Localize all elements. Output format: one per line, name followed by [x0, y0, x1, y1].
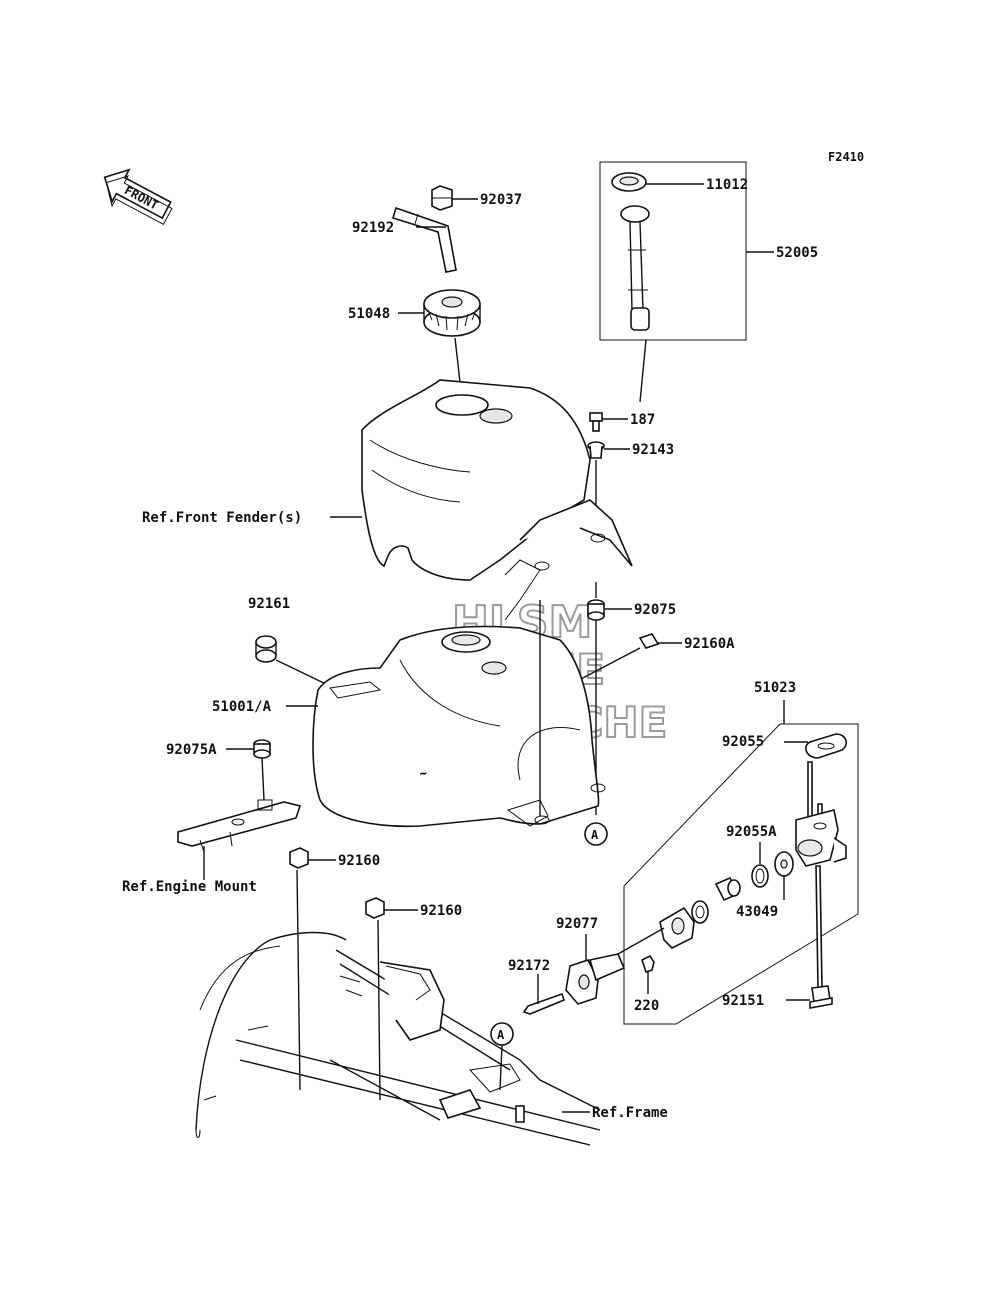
label-92160-1[interactable]: 92160: [338, 853, 380, 869]
part-220-screw[interactable]: [641, 954, 655, 974]
front-arrow-icon: FRONT: [103, 168, 173, 225]
part-187-bolt[interactable]: [589, 412, 603, 432]
ref-front-fender-shape: [361, 379, 633, 621]
part-92151-bolt[interactable]: [809, 865, 833, 1009]
part-92075A-damper[interactable]: [253, 739, 271, 759]
part-92160-pad-2[interactable]: [365, 897, 385, 919]
callout-a-tank: A: [584, 822, 608, 846]
part-92192-breather-tube[interactable]: [392, 206, 457, 273]
part-92037-clip[interactable]: [431, 185, 453, 211]
label-ref-front-fender: Ref.Front Fender(s): [142, 510, 302, 526]
callout-a-tank-label: A: [591, 828, 599, 842]
part-92055A-o-ring[interactable]: [751, 864, 769, 888]
label-92077[interactable]: 92077: [556, 916, 598, 932]
label-92160A[interactable]: 92160A: [684, 636, 735, 652]
label-92160-2[interactable]: 92160: [420, 903, 462, 919]
label-92192[interactable]: 92192: [352, 220, 394, 236]
label-92172[interactable]: 92172: [508, 958, 550, 974]
label-ref-engine-mount: Ref.Engine Mount: [122, 879, 257, 895]
ref-engine-mount-bracket: [177, 799, 302, 853]
label-51048[interactable]: 51048: [348, 306, 390, 322]
part-92161-damper[interactable]: [255, 635, 277, 663]
part-51048-fuel-cap[interactable]: [423, 289, 481, 337]
label-92161[interactable]: 92161: [248, 596, 290, 612]
svg-text:~: ~: [420, 769, 427, 778]
label-92143[interactable]: 92143: [632, 442, 674, 458]
label-43049[interactable]: 43049: [736, 904, 778, 920]
part-92077-lever[interactable]: [565, 953, 626, 1005]
ref-frame-shape: [195, 931, 601, 1146]
label-92055[interactable]: 92055: [722, 734, 764, 750]
label-52005[interactable]: 52005: [776, 245, 818, 261]
part-11012-grommet[interactable]: [611, 172, 647, 192]
part-92160A-pad[interactable]: [638, 633, 660, 649]
part-51001A-fuel-tank[interactable]: ~: [312, 625, 606, 828]
label-220[interactable]: 220: [634, 998, 659, 1014]
part-92075-damper[interactable]: [587, 599, 605, 621]
label-92151[interactable]: 92151: [722, 993, 764, 1009]
part-43049-diaphragm[interactable]: [774, 851, 794, 877]
part-92143-collar[interactable]: [587, 441, 605, 459]
part-tap-washer: [691, 900, 709, 924]
label-92075[interactable]: 92075: [634, 602, 676, 618]
label-92075A[interactable]: 92075A: [166, 742, 217, 758]
part-tap-plate: [659, 906, 695, 949]
figure-code: F2410: [828, 150, 864, 164]
part-fuel-tap-body: [795, 761, 847, 867]
label-187[interactable]: 187: [630, 412, 655, 428]
part-92055-gasket[interactable]: [805, 733, 848, 759]
callout-a-frame: A: [490, 1022, 514, 1046]
part-92172-screw[interactable]: [522, 992, 565, 1015]
label-51023[interactable]: 51023: [754, 680, 796, 696]
label-92055A[interactable]: 92055A: [726, 824, 777, 840]
label-ref-frame: Ref.Frame: [592, 1105, 668, 1121]
part-52005-group-box: [599, 161, 747, 341]
callout-a-frame-label: A: [497, 1028, 505, 1042]
label-51001A[interactable]: 51001/A: [212, 699, 272, 715]
part-51023-group-box: [623, 723, 859, 1025]
part-tap-spool: [714, 876, 741, 902]
part-92160-pad-1[interactable]: [289, 847, 309, 869]
label-11012[interactable]: 11012: [706, 177, 748, 193]
label-92037[interactable]: 92037: [480, 192, 522, 208]
part-52005-fuel-gauge[interactable]: [620, 205, 650, 331]
